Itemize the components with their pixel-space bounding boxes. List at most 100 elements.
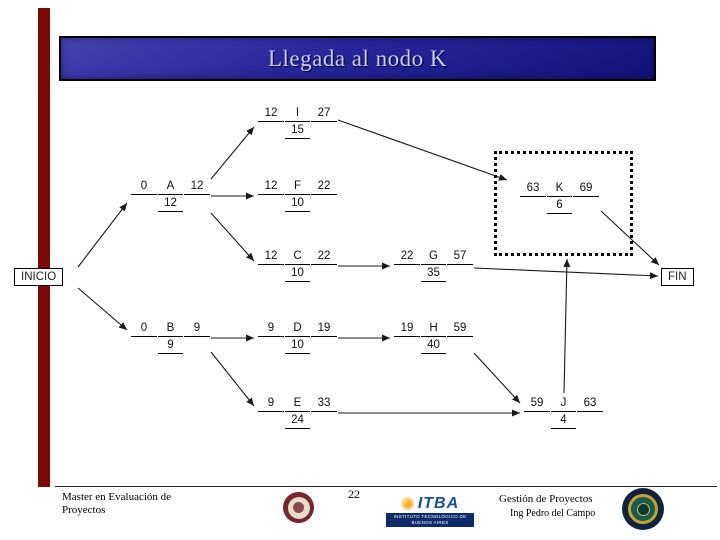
node-E-empty-cell — [258, 412, 284, 429]
node-K-ef: 69 — [573, 180, 599, 197]
itba-wordmark: ITBA — [417, 494, 460, 512]
arrow-i-k — [337, 119, 508, 181]
task-node-F: 12 F 22 10 — [258, 178, 337, 212]
university-seal-core — [293, 502, 304, 513]
node-K-label: K — [547, 180, 572, 197]
node-G-empty-cell — [447, 265, 473, 282]
node-J-empty-cell — [577, 412, 603, 429]
node-C-empty-cell — [258, 265, 284, 282]
node-J-empty-cell — [524, 412, 550, 429]
node-B-ef: 9 — [184, 320, 210, 337]
node-D-es: 9 — [258, 320, 284, 337]
node-k-highlight-box — [494, 151, 633, 256]
node-H-duration: 40 — [421, 337, 446, 354]
task-node-D: 9 D 19 10 — [258, 320, 337, 354]
node-I-label: I — [285, 105, 310, 122]
node-I-empty-cell — [311, 122, 337, 139]
node-A-duration: 12 — [158, 195, 183, 212]
node-C-duration: 10 — [285, 265, 310, 282]
node-K-es: 63 — [520, 180, 546, 197]
task-node-B: 0 B 9 9 — [131, 320, 210, 354]
task-node-I: 12 I 27 15 — [258, 105, 337, 139]
task-node-A: 0 A 12 12 — [131, 178, 210, 212]
node-D-ef: 19 — [311, 320, 337, 337]
task-node-C: 12 C 22 10 — [258, 248, 337, 282]
node-H-es: 19 — [394, 320, 420, 337]
node-D-label: D — [285, 320, 310, 337]
node-G-label: G — [421, 248, 446, 265]
node-D-duration: 10 — [285, 337, 310, 354]
node-C-label: C — [285, 248, 310, 265]
node-G-ef: 57 — [447, 248, 473, 265]
left-accent-bar — [38, 8, 50, 487]
node-A-empty-cell — [131, 195, 157, 212]
task-node-J: 59 J 63 4 — [524, 395, 603, 429]
arrow-inicio-b — [77, 287, 128, 331]
node-E-duration: 24 — [285, 412, 310, 429]
node-E-ef: 33 — [311, 395, 337, 412]
node-G-empty-cell — [394, 265, 420, 282]
node-H-label: H — [421, 320, 446, 337]
task-node-K: 63 K 69 6 — [520, 180, 599, 214]
arrow-j-k — [563, 258, 571, 394]
institution-emblem-core — [636, 502, 650, 516]
itba-swoosh-icon — [400, 497, 414, 510]
node-F-label: F — [285, 178, 310, 195]
node-G-duration: 35 — [421, 265, 446, 282]
institution-emblem-logo — [622, 488, 664, 530]
node-J-label: J — [551, 395, 576, 412]
arrow-a-c — [210, 212, 255, 262]
node-H-ef: 59 — [447, 320, 473, 337]
node-I-duration: 15 — [285, 122, 310, 139]
node-A-ef: 12 — [184, 178, 210, 195]
node-E-es: 9 — [258, 395, 284, 412]
node-B-es: 0 — [131, 320, 157, 337]
university-seal-inner — [287, 496, 310, 519]
node-J-ef: 63 — [577, 395, 603, 412]
node-K-duration: 6 — [547, 197, 572, 214]
node-I-empty-cell — [258, 122, 284, 139]
node-B-empty-cell — [131, 337, 157, 354]
node-F-ef: 22 — [311, 178, 337, 195]
footer-divider — [55, 486, 717, 487]
node-K-empty-cell — [520, 197, 546, 214]
node-D-empty-cell — [258, 337, 284, 354]
node-C-empty-cell — [311, 265, 337, 282]
node-I-es: 12 — [258, 105, 284, 122]
node-A-label: A — [158, 178, 183, 195]
node-D-empty-cell — [311, 337, 337, 354]
arrow-a-i — [210, 126, 255, 180]
node-B-empty-cell — [184, 337, 210, 354]
arrow-h-j — [473, 352, 521, 404]
arrow-g-fin — [473, 267, 659, 280]
node-K-empty-cell — [573, 197, 599, 214]
end-node-fin: FIN — [661, 268, 694, 286]
node-A-es: 0 — [131, 178, 157, 195]
task-node-G: 22 G 57 35 — [394, 248, 473, 282]
task-node-E: 9 E 33 24 — [258, 395, 337, 429]
arrow-b-e — [210, 351, 255, 407]
node-H-empty-cell — [447, 337, 473, 354]
node-E-label: E — [285, 395, 310, 412]
footer-credit-author: Ing Pedro del Campo — [510, 508, 596, 519]
itba-subtitle-band: INSTITUTO TECNOLÓGICO DE BUENOS AIRES — [386, 513, 474, 527]
node-F-empty-cell — [311, 195, 337, 212]
institution-emblem-ring — [628, 494, 658, 524]
page-number: 22 — [348, 487, 360, 501]
footer-course-name: Master en Evaluación de Proyectos — [62, 491, 172, 516]
start-node-inicio: INICIO — [14, 268, 64, 286]
footer-credit-course: Gestión de Proyectos — [499, 493, 593, 505]
itba-logo: ITBA INSTITUTO TECNOLÓGICO DE BUENOS AIR… — [386, 495, 474, 527]
slide-title: Llegada al nodo K — [267, 45, 448, 71]
node-B-label: B — [158, 320, 183, 337]
node-F-es: 12 — [258, 178, 284, 195]
node-C-ef: 22 — [311, 248, 337, 265]
itba-logo-top: ITBA — [386, 495, 474, 512]
task-node-H: 19 H 59 40 — [394, 320, 473, 354]
node-B-duration: 9 — [158, 337, 183, 354]
node-C-es: 12 — [258, 248, 284, 265]
university-seal-logo — [283, 492, 314, 523]
node-F-duration: 10 — [285, 195, 310, 212]
